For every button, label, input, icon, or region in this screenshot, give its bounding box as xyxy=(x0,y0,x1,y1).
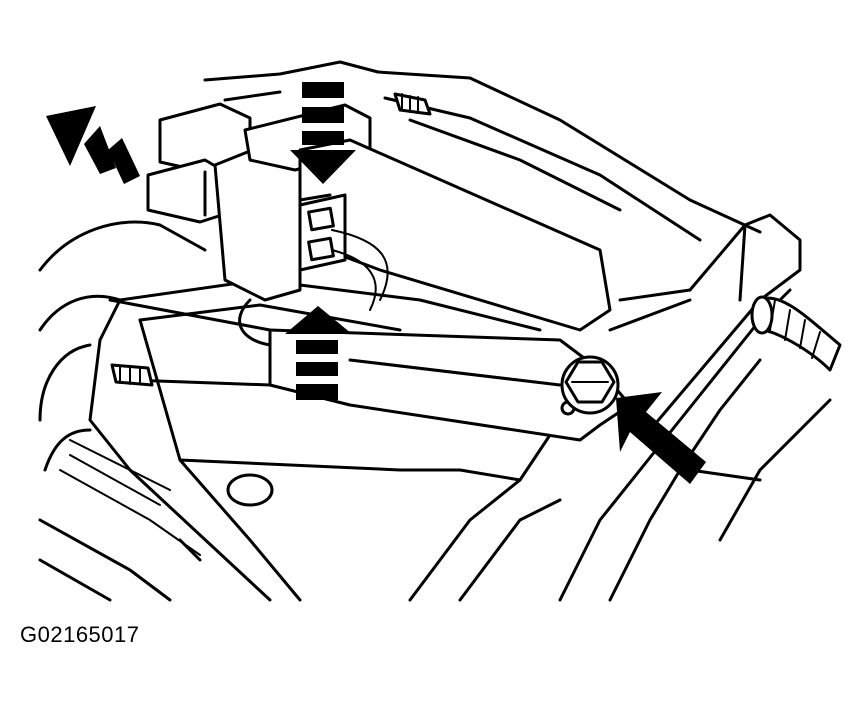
stud-left xyxy=(110,363,154,387)
stud-right xyxy=(750,295,842,372)
release-arrow-top xyxy=(290,82,356,184)
bolt-arrow xyxy=(616,392,706,484)
mounting-bolt xyxy=(560,355,620,415)
stud-top xyxy=(393,92,432,116)
plate-hole xyxy=(226,473,274,507)
mounting-bracket xyxy=(38,60,832,602)
release-arrow-bottom xyxy=(285,306,352,400)
figure-id-label: G02165017 xyxy=(20,622,140,647)
disconnect-arrow-left xyxy=(46,106,140,184)
